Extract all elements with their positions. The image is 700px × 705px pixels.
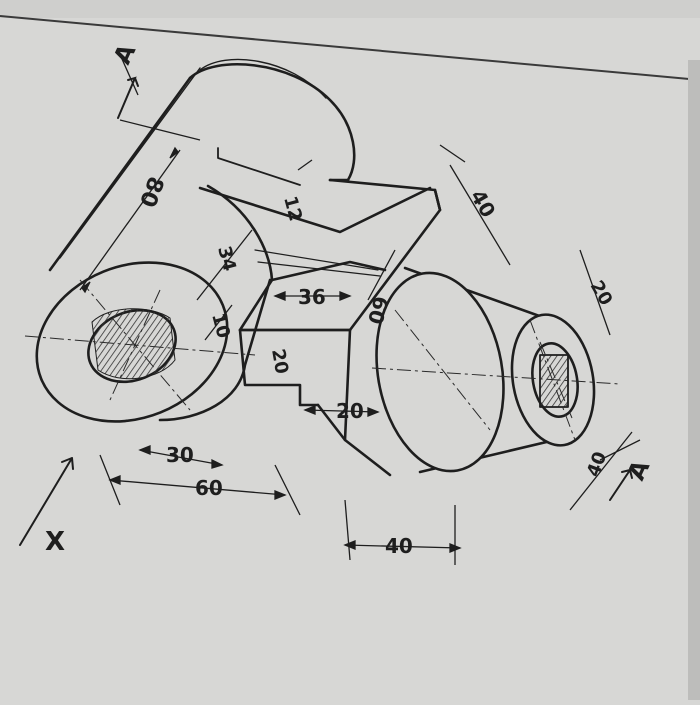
dim-40-bottom: 40	[385, 534, 413, 558]
page-edge-line	[0, 15, 700, 81]
dim-36: 36	[298, 285, 326, 309]
dim-20-step: 20	[267, 347, 292, 375]
view-arrow	[19, 457, 74, 546]
center-lines	[24, 279, 621, 441]
dim-20-slot: 20	[336, 399, 364, 423]
dim-30: 30	[166, 443, 194, 467]
dim-60-base: 60	[195, 476, 223, 500]
section-arrows	[19, 76, 633, 546]
dimension-lines	[79, 49, 641, 565]
view-label-x: X	[45, 527, 65, 557]
dimension-labels: 80 12 34 10 36 60 40 20 20 20 30 60 40 4…	[134, 173, 617, 558]
